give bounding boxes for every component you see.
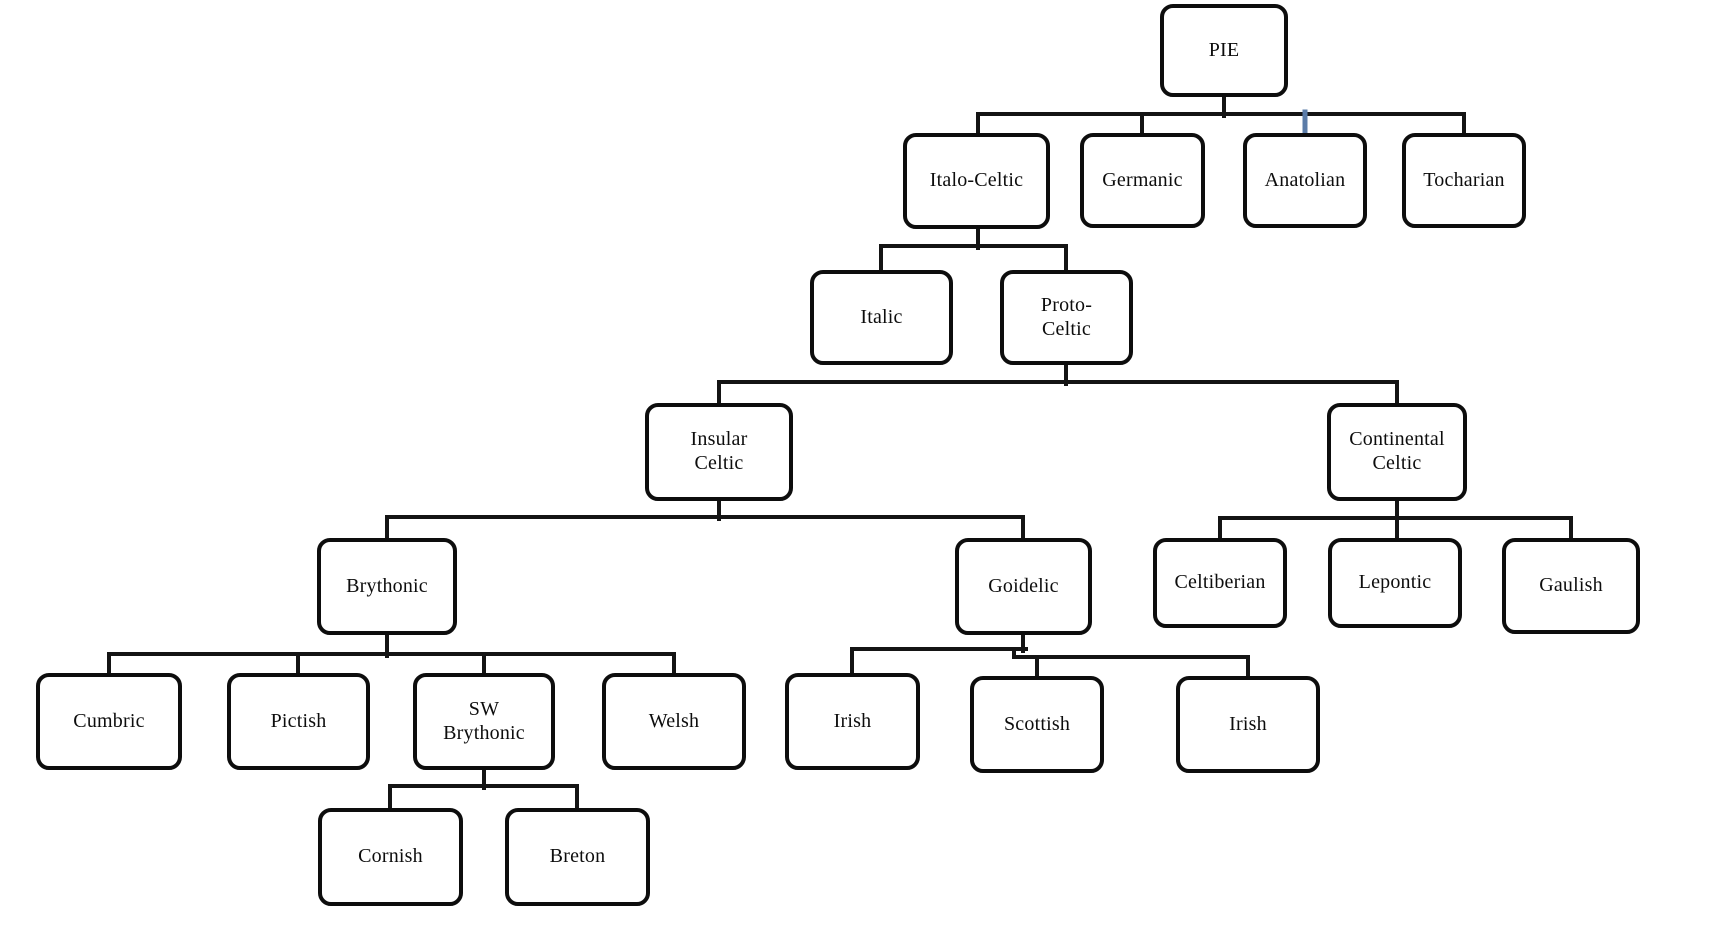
node-scottish: Scottish <box>970 676 1104 773</box>
node-pie: PIE <box>1160 4 1288 97</box>
node-breton: Breton <box>505 808 650 906</box>
node-brythonic: Brythonic <box>317 538 457 635</box>
node-lepontic: Lepontic <box>1328 538 1462 628</box>
node-gaulish: Gaulish <box>1502 538 1640 634</box>
node-pictish: Pictish <box>227 673 370 770</box>
node-goidelic: Goidelic <box>955 538 1092 635</box>
node-cornish: Cornish <box>318 808 463 906</box>
node-cumbric: Cumbric <box>36 673 182 770</box>
node-celtiberian: Celtiberian <box>1153 538 1287 628</box>
node-tocharian: Tocharian <box>1402 133 1526 228</box>
node-sw-brythonic: SW Brythonic <box>413 673 555 770</box>
node-continental-celtic: Continental Celtic <box>1327 403 1467 501</box>
node-italic: Italic <box>810 270 953 365</box>
node-italo-celtic: Italo-Celtic <box>903 133 1050 229</box>
node-irish-2: Irish <box>1176 676 1320 773</box>
node-anatolian: Anatolian <box>1243 133 1367 228</box>
node-welsh: Welsh <box>602 673 746 770</box>
node-proto-celtic: Proto- Celtic <box>1000 270 1133 365</box>
node-irish-1: Irish <box>785 673 920 770</box>
node-insular-celtic: Insular Celtic <box>645 403 793 501</box>
node-germanic: Germanic <box>1080 133 1205 228</box>
